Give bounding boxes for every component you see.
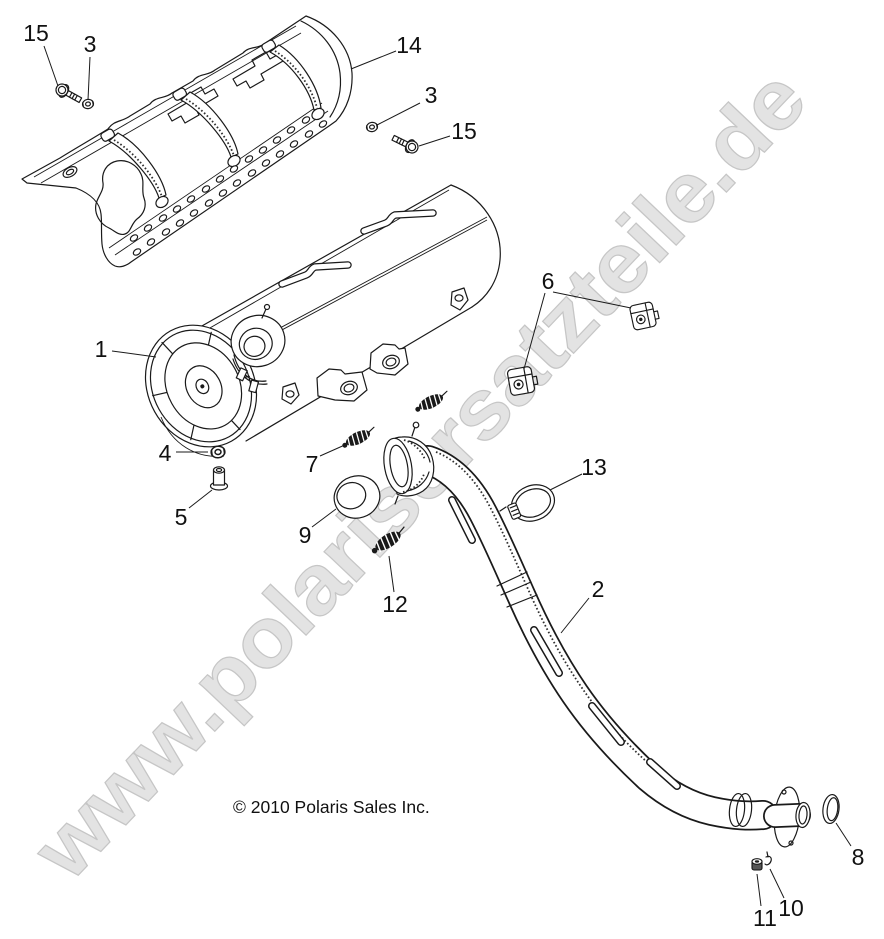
flange-bolt-15-right — [389, 131, 421, 157]
copyright-text: © 2010 Polaris Sales Inc. — [233, 797, 430, 817]
leader-line-7 — [319, 443, 348, 457]
callout-3: 3 — [84, 31, 97, 57]
callout-6: 6 — [542, 268, 555, 294]
leader-line-6 — [523, 292, 546, 370]
callout-15: 15 — [23, 20, 49, 46]
clamp-13 — [499, 484, 556, 522]
spacer-5 — [209, 466, 229, 491]
exhaust-pipe — [383, 421, 811, 848]
flange-nut-3-left — [81, 97, 95, 111]
muffler-inlet-collar — [230, 314, 286, 368]
leader-line-2 — [560, 597, 590, 634]
leader-line-13 — [549, 473, 583, 491]
muffler-bracket — [369, 343, 409, 376]
callout-1: 1 — [95, 336, 108, 362]
leader-line-15 — [418, 135, 451, 147]
flange-nut-3-right — [365, 120, 379, 134]
leader-line-8 — [835, 822, 852, 847]
shield-strap — [261, 39, 325, 121]
pipe-outlet-flange — [763, 786, 811, 848]
callout-12: 12 — [382, 591, 408, 617]
callout-11: 11 — [753, 905, 777, 931]
rubber-mount-6b — [628, 300, 662, 332]
heat-shield — [21, 15, 353, 268]
shield-strap — [172, 87, 241, 168]
o-ring-8 — [822, 793, 840, 825]
callout-13: 13 — [581, 454, 607, 480]
leader-line-15 — [43, 45, 59, 87]
shield-strap — [100, 128, 169, 209]
leader-line-9 — [311, 508, 337, 528]
leader-line-1 — [111, 350, 157, 358]
shield-cutout — [95, 160, 146, 236]
callout-5: 5 — [175, 504, 188, 530]
leader-line-14 — [350, 50, 397, 70]
nut-11 — [751, 858, 763, 871]
callout-4: 4 — [159, 440, 172, 466]
pipe-sleeve-slots — [448, 496, 681, 790]
callout-7: 7 — [306, 451, 319, 477]
callout-15: 15 — [451, 118, 477, 144]
callout-8: 8 — [852, 844, 865, 870]
callout-3: 3 — [425, 82, 438, 108]
leader-line-6 — [552, 291, 632, 309]
muffler-face — [144, 324, 258, 448]
leader-line-11 — [756, 873, 762, 907]
leader-line-12 — [388, 555, 395, 593]
leader-line-5 — [188, 489, 213, 509]
muffler-bracket — [316, 368, 368, 402]
leader-line-3 — [376, 102, 421, 126]
pin-10 — [764, 851, 772, 866]
muffler — [144, 184, 501, 457]
callout-14: 14 — [396, 32, 422, 58]
callout-2: 2 — [592, 576, 605, 602]
gasket-seal-9 — [333, 475, 381, 519]
callout-10: 10 — [778, 895, 804, 921]
leader-line-10 — [769, 868, 785, 899]
pipe-inlet-bell — [383, 421, 435, 505]
leader-line-3 — [87, 56, 91, 101]
callout-9: 9 — [299, 522, 312, 548]
mount-stud-7a — [338, 423, 379, 452]
